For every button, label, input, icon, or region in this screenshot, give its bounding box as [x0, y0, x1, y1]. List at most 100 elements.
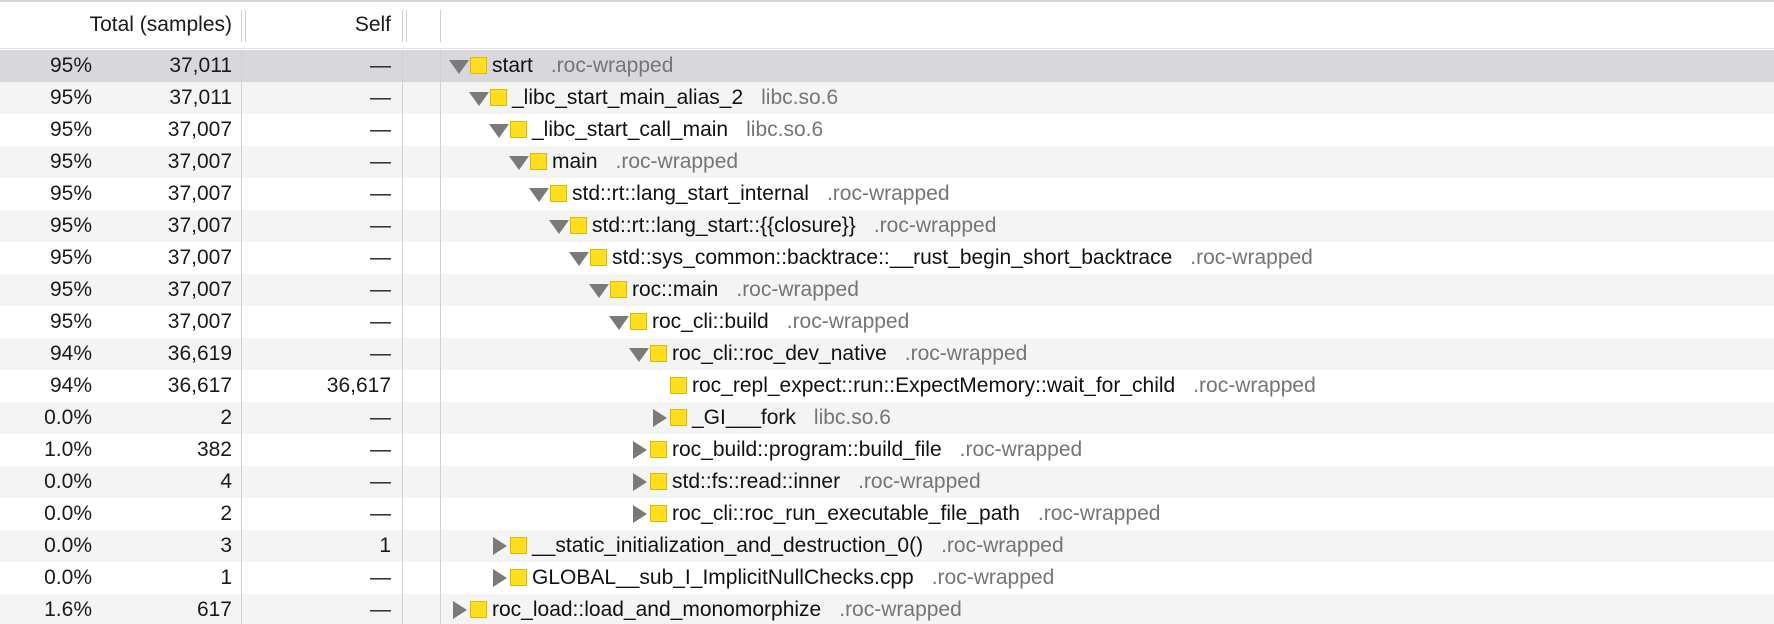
column-resize-handle-self[interactable] — [402, 10, 407, 42]
function-name: roc_load::load_and_monomorphize — [492, 598, 822, 621]
category-swatch-icon — [470, 57, 487, 74]
function-entry: std::rt::lang_start::{{closure}}.roc-wra… — [592, 210, 996, 242]
library-name: .roc-wrapped — [786, 310, 910, 333]
function-name: roc_cli::build — [652, 310, 769, 333]
column-divider — [440, 434, 441, 466]
tree-row[interactable]: 95%37,007—roc::main.roc-wrapped — [0, 274, 1774, 306]
chevron-right-icon[interactable] — [447, 594, 469, 624]
library-name: .roc-wrapped — [826, 182, 950, 205]
library-name: .roc-wrapped — [1193, 374, 1316, 397]
function-name: roc_cli::roc_run_executable_file_path — [672, 502, 1020, 525]
column-divider — [440, 498, 441, 530]
chevron-down-icon[interactable] — [527, 178, 549, 210]
column-divider — [241, 530, 242, 562]
function-entry: std::sys_common::backtrace::__rust_begin… — [612, 242, 1313, 274]
chevron-down-icon[interactable] — [487, 114, 509, 146]
tree-row[interactable]: 95%37,007—roc_cli::build.roc-wrapped — [0, 306, 1774, 338]
column-divider — [440, 530, 441, 562]
chevron-right-icon[interactable] — [627, 434, 649, 466]
chevron-down-icon[interactable] — [627, 338, 649, 370]
chevron-right-icon[interactable] — [627, 466, 649, 498]
library-name: .roc-wrapped — [941, 534, 1064, 557]
category-swatch-icon — [650, 441, 667, 458]
chevron-down-icon[interactable] — [567, 242, 589, 274]
self-samples: 36,617 — [326, 374, 391, 397]
chevron-right-icon[interactable] — [487, 530, 509, 562]
column-divider — [402, 370, 403, 402]
column-divider — [241, 402, 242, 434]
tree-row[interactable]: 95%37,011—start.roc-wrapped — [0, 50, 1774, 82]
library-name: .roc-wrapped — [858, 470, 981, 493]
total-samples-column-header[interactable]: Total (samples) — [89, 13, 232, 36]
library-name: .roc-wrapped — [550, 54, 674, 77]
chevron-down-icon[interactable] — [587, 274, 609, 306]
total-percent: 95% — [49, 182, 92, 205]
tree-row[interactable]: 1.0%382—roc_build::program::build_file.r… — [0, 434, 1774, 466]
category-swatch-icon — [570, 217, 587, 234]
chevron-down-icon[interactable] — [447, 50, 469, 82]
category-swatch-icon — [550, 185, 567, 202]
column-divider — [402, 82, 403, 114]
column-divider — [402, 434, 403, 466]
column-divider — [402, 114, 403, 146]
tree-row[interactable]: 95%37,007—std::sys_common::backtrace::__… — [0, 242, 1774, 274]
tree-row[interactable]: 1.6%617—roc_load::load_and_monomorphize.… — [0, 594, 1774, 624]
column-divider — [440, 402, 441, 434]
self-samples: — — [370, 598, 391, 621]
tree-row[interactable]: 0.0%2—roc_cli::roc_run_executable_file_p… — [0, 498, 1774, 530]
category-swatch-icon — [650, 473, 667, 490]
chevron-down-icon[interactable] — [507, 146, 529, 178]
self-samples: — — [370, 278, 391, 301]
column-divider — [440, 274, 441, 306]
function-entry: roc_cli::roc_run_executable_file_path.ro… — [672, 498, 1160, 530]
function-name: start — [492, 54, 533, 77]
function-name: main — [552, 150, 598, 173]
library-name: .roc-wrapped — [931, 566, 1055, 589]
total-samples: 37,011 — [169, 54, 232, 77]
chevron-down-icon[interactable] — [607, 306, 629, 338]
total-samples: 37,007 — [167, 310, 232, 333]
tree-row[interactable]: 0.0%4—std::fs::read::inner.roc-wrapped — [0, 466, 1774, 498]
tree-row[interactable]: 95%37,007—main.roc-wrapped — [0, 146, 1774, 178]
column-divider — [402, 402, 403, 434]
total-samples: 37,007 — [167, 118, 232, 141]
function-entry: roc_build::program::build_file.roc-wrapp… — [672, 434, 1082, 466]
chevron-down-icon[interactable] — [467, 82, 489, 114]
chevron-right-icon[interactable] — [487, 562, 509, 594]
self-column-header[interactable]: Self — [354, 13, 391, 36]
total-samples: 36,619 — [167, 342, 232, 365]
function-name: _libc_start_main_alias_2 — [512, 86, 744, 109]
chevron-right-icon[interactable] — [647, 402, 669, 434]
tree-row[interactable]: 0.0%1—GLOBAL__sub_I_ImplicitNullChecks.c… — [0, 562, 1774, 594]
tree-row[interactable]: 95%37,007—std::rt::lang_start::{{closure… — [0, 210, 1774, 242]
column-resize-handle-total[interactable] — [241, 10, 246, 42]
total-percent: 95% — [49, 118, 92, 141]
total-samples: 382 — [196, 438, 232, 461]
total-percent: 95% — [49, 86, 92, 109]
category-swatch-icon — [490, 89, 507, 106]
function-entry: main.roc-wrapped — [552, 146, 738, 178]
column-divider — [440, 306, 441, 338]
column-divider — [241, 242, 242, 274]
total-samples: 37,007 — [167, 150, 232, 173]
column-divider — [440, 178, 441, 210]
total-percent: 0.0% — [44, 502, 92, 525]
total-percent: 1.6% — [44, 598, 92, 621]
chevron-down-icon[interactable] — [547, 210, 569, 242]
tree-row[interactable]: 95%37,007—std::rt::lang_start_internal.r… — [0, 178, 1774, 210]
column-divider — [402, 306, 403, 338]
chevron-right-icon[interactable] — [627, 498, 649, 530]
column-divider — [241, 146, 242, 178]
self-samples: — — [370, 438, 391, 461]
library-name: libc.so.6 — [813, 406, 891, 429]
total-percent: 0.0% — [44, 534, 92, 557]
function-name: std::rt::lang_start::{{closure}} — [592, 214, 856, 237]
tree-row[interactable]: 94%36,619—roc_cli::roc_dev_native.roc-wr… — [0, 338, 1774, 370]
